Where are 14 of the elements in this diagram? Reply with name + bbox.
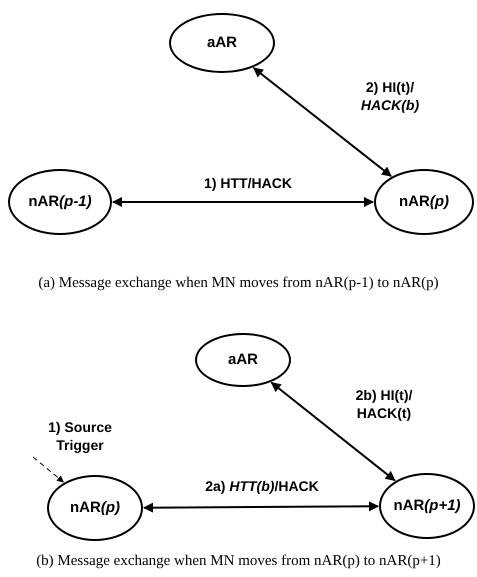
node-label: nAR(p) [399,192,449,212]
caption: (a) Message exchange when MN moves from nAR(p-1) to nAR(p) [37,274,440,293]
node-label: nAR(p+1) [393,496,461,516]
arrow [143,501,379,513]
node-label: nAR(p-1) [28,192,92,212]
arrow [112,197,374,207]
arrow [252,67,392,177]
node-label: nAR(p) [70,498,120,518]
node-label: aAR [228,350,258,370]
trigger-label: 1) Source Trigger [32,418,128,458]
arrow [270,382,396,482]
caption: (b) Message exchange when MN moves from nAR(p) to nAR(p+1) [35,552,442,571]
arrow [32,456,64,483]
node-label: aAR [206,32,237,53]
